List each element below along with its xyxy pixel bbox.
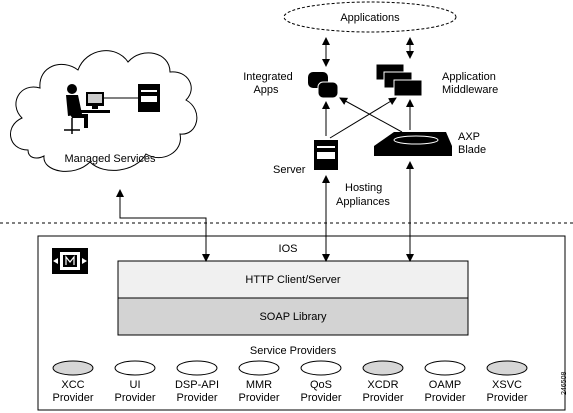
provider-name: XCC: [61, 379, 84, 391]
provider-name: OAMP: [429, 379, 461, 391]
provider-ellipse: [114, 360, 156, 376]
server-label: Server: [273, 164, 306, 176]
provider-sub-label: Provider: [301, 392, 342, 404]
managed-server-icon: [138, 84, 160, 112]
application-middleware-label-1: Application: [442, 71, 496, 83]
provider-name: DSP-API: [175, 379, 219, 391]
provider-name: XCDR: [367, 379, 398, 391]
figure-id: 246508: [561, 372, 568, 395]
ios-title: IOS: [279, 243, 298, 255]
service-providers-title: Service Providers: [250, 345, 337, 357]
hosting-appliances-label-1: Hosting: [345, 182, 382, 194]
soap-library-layer: [117, 297, 469, 336]
applications-ellipse: [283, 1, 457, 33]
axp-blade-label-1: AXP: [458, 131, 480, 143]
provider-name: XSVC: [492, 379, 522, 391]
provider-ellipse: [52, 360, 94, 376]
provider-name: UI: [130, 379, 141, 391]
http-client-server-layer: [117, 260, 469, 299]
integrated-apps-icon: [308, 72, 339, 99]
managed-services-label: Managed Services: [64, 153, 156, 165]
ios-module-icon: [52, 248, 88, 274]
provider-ellipse: [176, 360, 218, 376]
application-middleware-icon: [375, 63, 423, 97]
provider-sub-label: Provider: [115, 392, 156, 404]
provider-ellipse: [238, 360, 280, 376]
provider-ellipse: [300, 360, 342, 376]
provider-sub-label: Provider: [239, 392, 280, 404]
service-providers-row: XCCProviderUIProviderDSP-APIProviderMMRP…: [52, 360, 528, 404]
integrated-apps-label-1: Integrated: [243, 71, 293, 83]
integrated-apps-label-2: Apps: [253, 84, 279, 96]
provider-sub-label: Provider: [425, 392, 466, 404]
http-layer-label: HTTP Client/Server: [245, 274, 340, 286]
applications-label: Applications: [340, 12, 400, 24]
provider-ellipse: [486, 360, 528, 376]
provider-name: QoS: [310, 379, 332, 391]
hosting-server-icon: [314, 140, 338, 170]
axp-blade-icon: [374, 132, 452, 156]
provider-ellipse: [424, 360, 466, 376]
provider-name: MMR: [246, 379, 272, 391]
provider-sub-label: Provider: [177, 392, 218, 404]
application-middleware-label-2: Middleware: [442, 84, 498, 96]
provider-ellipse: [362, 360, 404, 376]
provider-sub-label: Provider: [363, 392, 404, 404]
user-workstation-icon: [64, 84, 110, 134]
axp-blade-label-2: Blade: [458, 144, 486, 156]
provider-sub-label: Provider: [487, 392, 528, 404]
provider-sub-label: Provider: [53, 392, 94, 404]
hosting-appliances-label-2: Appliances: [336, 196, 390, 208]
soap-layer-label: SOAP Library: [259, 311, 327, 323]
